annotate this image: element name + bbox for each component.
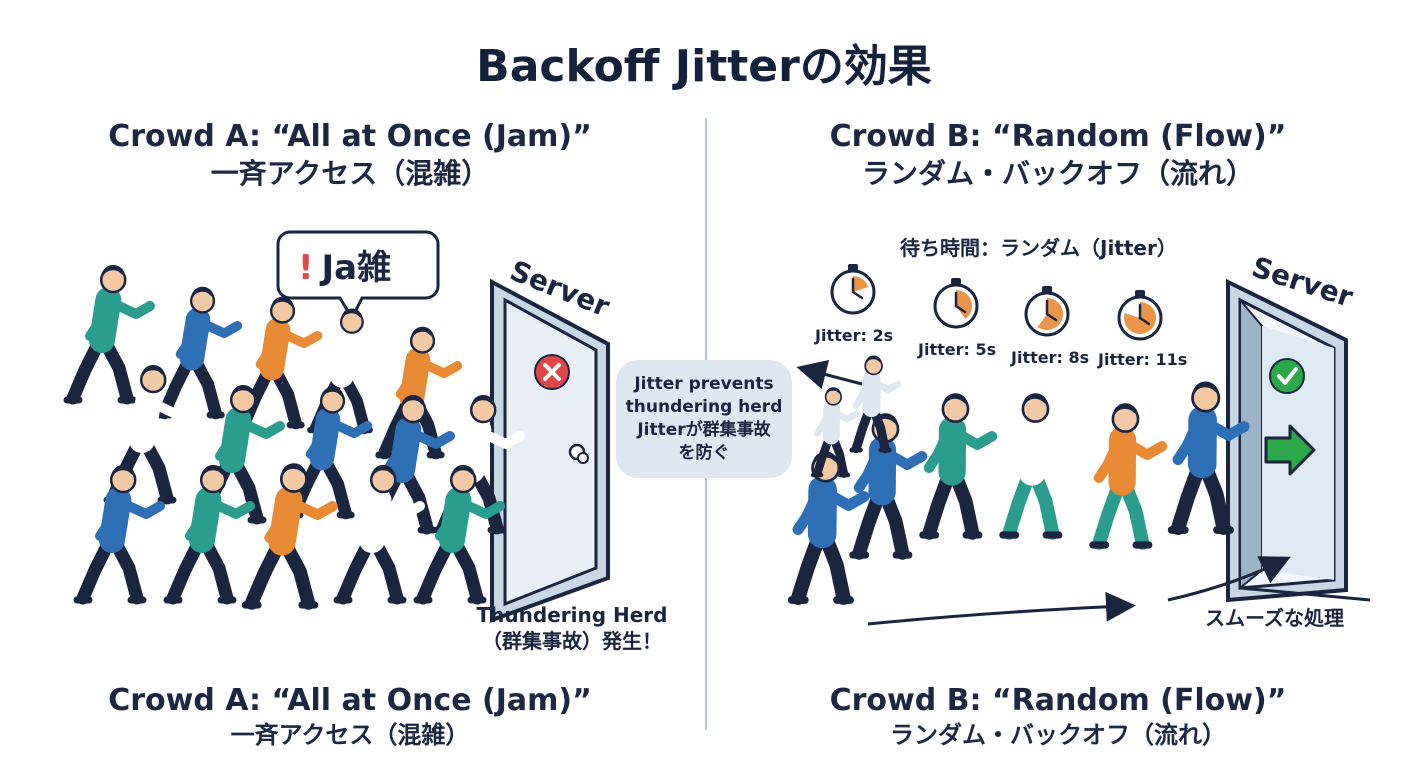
speech-bubble-text: !Ja雑 xyxy=(298,240,391,289)
person-a-1 xyxy=(63,264,155,405)
note-line-3: Jitterが群集事故 xyxy=(637,420,771,440)
person-b-3 xyxy=(919,393,998,540)
person-b-4 xyxy=(999,393,1078,540)
caption-line-2: （群集事故）発生！ xyxy=(482,629,662,653)
crowd-b xyxy=(787,355,1250,605)
note-arrow xyxy=(796,359,863,390)
timer-label-4: Jitter: 11s xyxy=(1098,350,1188,369)
crowd-a xyxy=(63,264,525,610)
timer-label-2: Jitter: 5s xyxy=(918,340,997,359)
page-title: Backoff Jitterの効果 xyxy=(476,41,932,92)
timer-label-3: Jitter: 8s xyxy=(1011,348,1090,367)
right-heading-ja: ランダム・バックオフ（流れ） xyxy=(861,156,1254,190)
left-heading-ja: 一斉アクセス（混雑） xyxy=(210,156,490,190)
enter-arrow-icon xyxy=(1264,424,1316,476)
smooth-label: スムーズな処理 xyxy=(1205,606,1344,630)
right-footer: Crowd B: “Random (Flow)” ランダム・バックオフ（流れ） xyxy=(748,682,1368,750)
left-footer: Crowd A: “All at Once (Jam)” 一斉アクセス（混雑） xyxy=(40,682,660,750)
wait-label: 待ち時間：ランダム（Jitter） xyxy=(900,236,1177,260)
person-a-13 xyxy=(241,463,338,610)
flow-arrow-bottom xyxy=(867,591,1136,626)
left-footer-ja: 一斉アクセス（混雑） xyxy=(230,720,470,749)
person-a-14 xyxy=(333,464,425,605)
speech-text: Ja雑 xyxy=(321,248,392,288)
caption-line-1: Thundering Herd xyxy=(476,603,668,627)
thundering-herd-caption: Thundering Herd （群集事故）発生！ xyxy=(452,602,692,654)
speech-bubble xyxy=(276,230,440,322)
person-a-6 xyxy=(103,364,195,505)
left-server-door xyxy=(490,278,610,623)
person-a-15 xyxy=(413,464,505,605)
person-a-12 xyxy=(163,464,255,605)
note-line-4: を防ぐ xyxy=(678,442,730,463)
right-footer-en: Crowd B: “Random (Flow)” xyxy=(829,683,1287,718)
exclamation-icon: ! xyxy=(298,248,314,288)
center-note: Jitter prevents thundering herd Jitterが群… xyxy=(616,360,792,478)
person-b-5 xyxy=(1089,403,1168,550)
note-line-1: Jitter prevents xyxy=(634,374,774,395)
stopwatch-icon-4 xyxy=(1117,290,1163,341)
right-heading-en: Crowd B: “Random (Flow)” xyxy=(829,119,1287,154)
note-line-2: thundering herd xyxy=(625,397,783,418)
stopwatch-icon-3 xyxy=(1024,286,1070,337)
right-heading: Crowd B: “Random (Flow)” ランダム・バックオフ（流れ） xyxy=(748,118,1368,191)
left-heading-en: Crowd A: “All at Once (Jam)” xyxy=(108,119,592,154)
person-b-6 xyxy=(1167,381,1250,535)
person-a-11 xyxy=(73,464,165,605)
x-icon xyxy=(534,354,570,390)
left-heading: Crowd A: “All at Once (Jam)” 一斉アクセス（混雑） xyxy=(40,118,660,191)
stopwatch-icon-1 xyxy=(830,264,876,315)
check-icon xyxy=(1269,358,1305,394)
flow-arrow-door xyxy=(1167,556,1291,602)
person-a-2 xyxy=(155,286,243,420)
person-b-1 xyxy=(787,451,870,605)
right-footer-ja: ランダム・バックオフ（流れ） xyxy=(890,720,1226,749)
person-b-7 xyxy=(849,355,902,454)
timer-label-1: Jitter: 2s xyxy=(815,326,894,345)
left-footer-en: Crowd A: “All at Once (Jam)” xyxy=(108,683,592,718)
timer-group xyxy=(830,264,1163,341)
stopwatch-icon-2 xyxy=(933,278,979,329)
person-b-8 xyxy=(810,387,860,478)
